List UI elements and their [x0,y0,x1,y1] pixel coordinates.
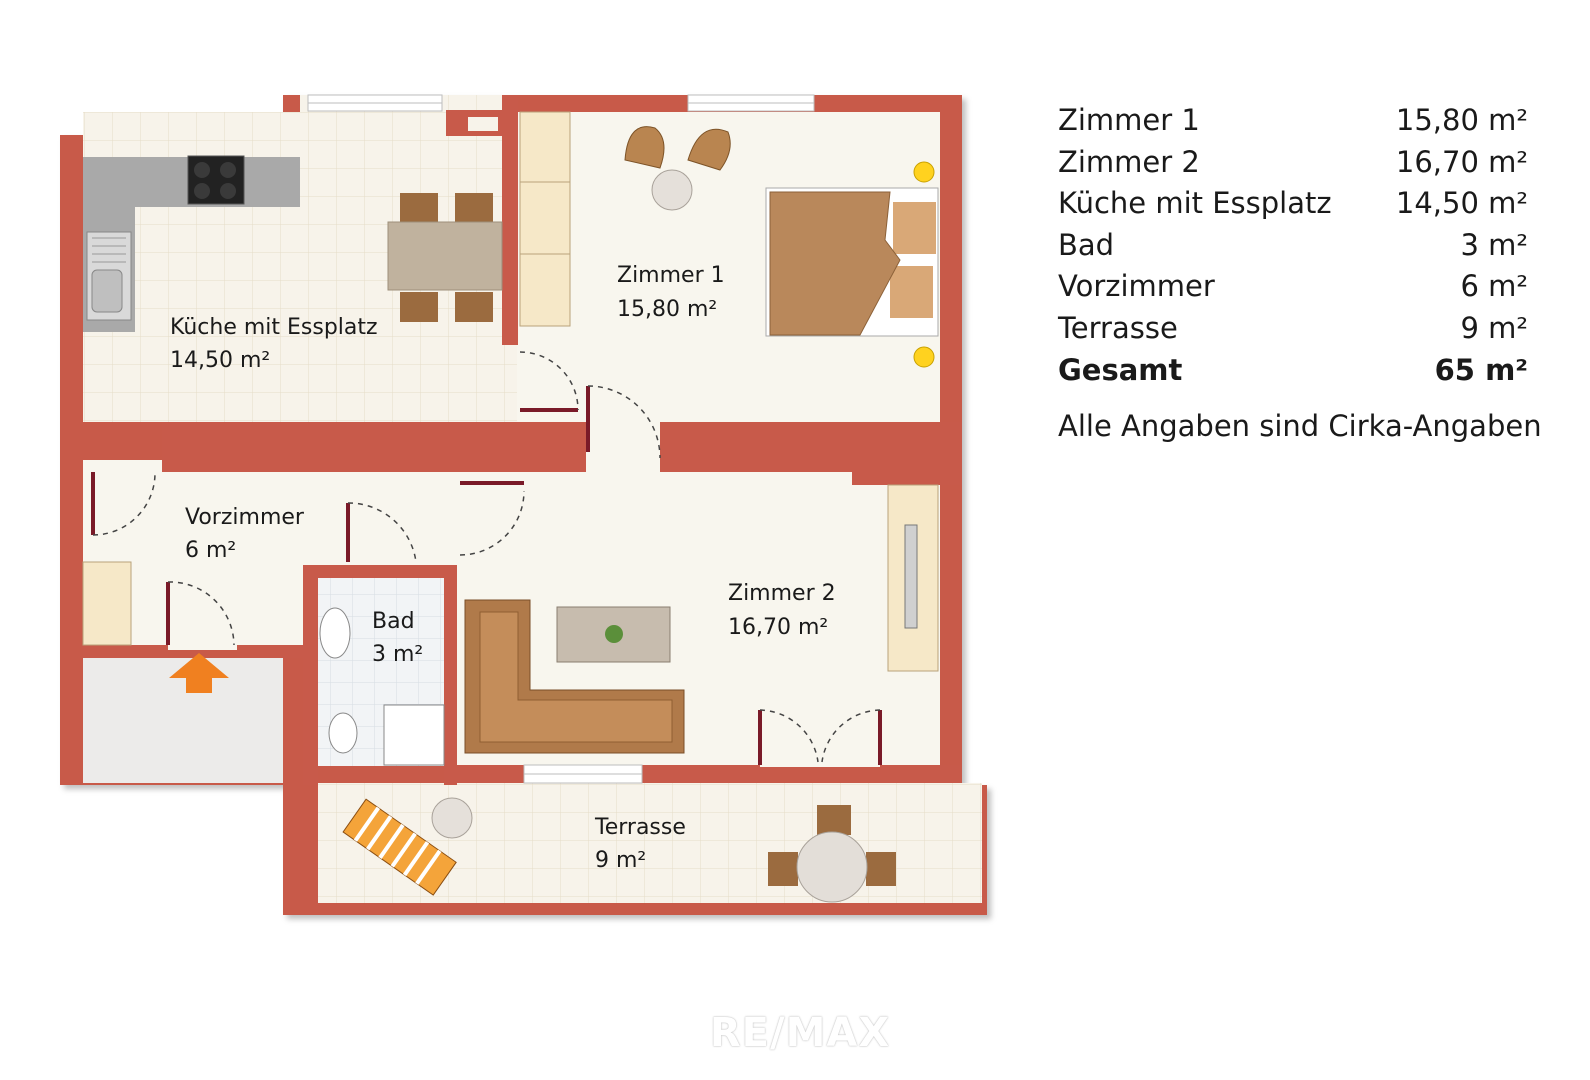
niche [468,117,498,131]
area-row-value: 3 m² [1460,227,1528,262]
area-row-name: Terrasse [1058,310,1178,345]
room-area-bad: 3 m² [372,642,423,667]
doors [91,386,882,765]
area-row: Küche mit Essplatz 14,50 m² [1058,183,1528,225]
plant-icon [605,625,623,643]
room-area-terrasse: 9 m² [595,848,646,873]
area-row: Vorzimmer 6 m² [1058,266,1528,308]
kitchen-counter [83,155,300,332]
area-row-value: 16,70 m² [1395,144,1528,179]
shower-icon [383,704,445,766]
room-area-vorzimmer: 6 m² [185,538,236,563]
room-area-zimmer1: 15,80 m² [617,297,717,322]
area-total-name: Gesamt [1058,352,1183,387]
interior-walls [83,95,962,785]
side-table [651,169,693,211]
windows [307,94,815,784]
armchairs [624,126,731,211]
room-area-zimmer2: 16,70 m² [728,615,828,640]
hall-cabinet [82,561,132,646]
area-total-row: Gesamt 65 m² [1058,350,1528,392]
sink-icon [86,231,132,321]
room-label-vorzimmer: Vorzimmer [185,505,305,530]
entrance-arrow-icon [169,653,229,693]
area-row-value: 14,50 m² [1395,186,1528,221]
room-label-terrasse: Terrasse [594,815,686,840]
dining-table [387,193,503,322]
lamp-icon [913,161,935,183]
washbasin-icon [319,607,351,659]
area-row: Zimmer 1 15,80 m² [1058,100,1528,142]
room-label-zimmer2: Zimmer 2 [728,581,836,606]
area-row-value: 6 m² [1460,269,1528,304]
area-row-name: Vorzimmer [1058,269,1215,304]
room-area-kueche: 14,50 m² [170,348,270,373]
area-table: Zimmer 1 15,80 m² Zimmer 2 16,70 m² Küch… [1058,100,1542,444]
area-row-name: Küche mit Essplatz [1058,186,1332,221]
bed-icon [765,161,939,368]
area-row-name: Bad [1058,227,1115,262]
area-row: Bad 3 m² [1058,225,1528,267]
area-row: Terrasse 9 m² [1058,308,1528,350]
wardrobe [519,111,571,327]
stove-icon [187,155,245,205]
floor-plan: Küche mit Essplatz 14,50 m² Zimmer 1 15,… [60,94,987,915]
lamp-icon [913,346,935,368]
remax-watermark: RE/MAX [709,1010,891,1056]
room-label-bad: Bad [372,609,415,634]
terrace-furniture [342,797,896,903]
area-row-name: Zimmer 1 [1058,103,1200,137]
sofa-icon [464,599,685,754]
area-row-value: 9 m² [1460,310,1528,345]
room-label-zimmer1: Zimmer 1 [617,263,725,288]
area-row: Zimmer 2 16,70 m² [1058,142,1528,184]
sideboard [887,484,939,672]
entrance-floor [83,658,283,783]
disclaimer-note: Alle Angaben sind Cirka-Angaben [1058,409,1542,444]
toilet-icon [328,712,358,754]
room-label-kueche: Küche mit Essplatz [170,315,378,340]
bathroom-fixtures [319,607,445,766]
area-total-value: 65 m² [1434,352,1528,387]
area-row-value: 15,80 m² [1395,103,1528,137]
door-swings [92,351,881,763]
area-row-name: Zimmer 2 [1058,144,1200,179]
